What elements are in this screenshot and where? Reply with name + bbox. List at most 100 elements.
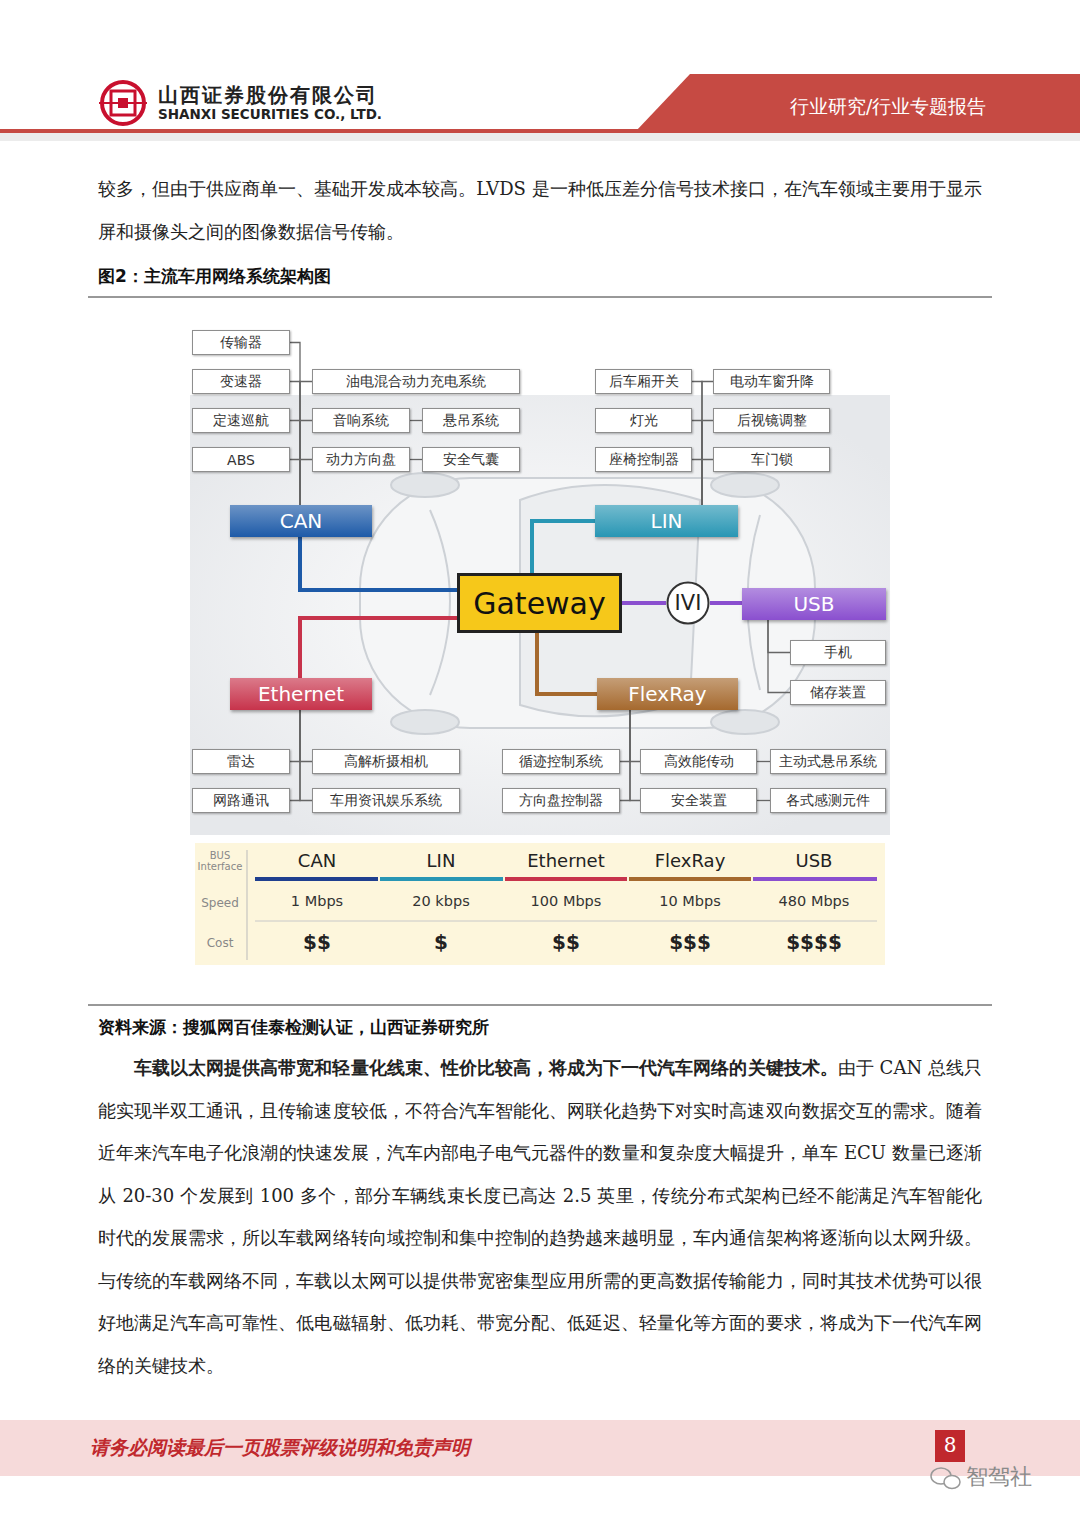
- device-box: 高效能传动: [640, 749, 757, 774]
- ethernet-bar: [505, 877, 627, 881]
- device-box: 车用资讯娱乐系统: [312, 788, 460, 813]
- table-cell: $$$: [630, 930, 750, 954]
- paragraph: 较多，但由于供应商单一、基础开发成本较高。LVDS 是一种低压差分信号技术接口，…: [98, 168, 982, 253]
- usb-bar: [753, 877, 877, 881]
- car-wheel: [711, 710, 779, 734]
- watermark: 智驾社: [966, 1462, 1032, 1492]
- figure-title: 图2：主流车用网络系统架构图: [98, 265, 331, 288]
- table-cell: 10 Mbps: [630, 893, 750, 909]
- device-box: 循迹控制系统: [502, 749, 620, 774]
- node-text: 各式感测元件: [786, 792, 870, 810]
- device-box: 储存装置: [790, 680, 886, 705]
- header-rule: [0, 129, 1080, 133]
- body-text: 较多，但由于供应商单一、基础开发成本较高。LVDS 是一种低压差分信号技术接口，…: [98, 178, 982, 242]
- table-cell: LIN: [381, 850, 501, 871]
- car-windshield: [430, 510, 450, 695]
- table-cell: $: [381, 930, 501, 954]
- page-number: 8: [935, 1433, 965, 1457]
- device-box: 定速巡航: [192, 408, 290, 433]
- node-text: 传输器: [220, 334, 262, 352]
- device-box: 安全装置: [640, 788, 757, 813]
- node-text: 安全气囊: [443, 451, 499, 469]
- bus-connector: [410, 459, 422, 460]
- bus-connector: [768, 620, 790, 693]
- device-box: 主动式悬吊系统: [770, 749, 886, 774]
- device-box: 动力方向盘: [312, 447, 410, 472]
- device-box: 灯光: [595, 408, 692, 433]
- device-box: 安全气囊: [422, 447, 520, 472]
- table-cell: USB: [754, 850, 874, 871]
- table-row-head: Speed: [195, 896, 245, 910]
- node-text: 悬吊系统: [443, 412, 499, 430]
- device-box: 雷达: [192, 749, 290, 774]
- node-text: 灯光: [630, 412, 658, 430]
- can-bar: [255, 877, 378, 881]
- node-text: 定速巡航: [213, 412, 269, 430]
- header-band: [636, 74, 1080, 131]
- node-text: ABS: [227, 452, 255, 468]
- bus-connector: [692, 421, 702, 506]
- company-name: 山西证券股份有限公司: [158, 82, 378, 109]
- node-text: 电动车窗升降: [730, 373, 814, 391]
- device-box: 油电混合动力充电系统: [312, 369, 520, 394]
- circle-outline: [668, 583, 709, 624]
- table-cell: $$: [506, 930, 626, 954]
- node-text: 动力方向盘: [326, 451, 396, 469]
- table-row-head: BUS Interface: [195, 850, 245, 872]
- bus-connector: [702, 421, 713, 506]
- bus-connector: [757, 761, 770, 762]
- bus-connector: [630, 710, 640, 801]
- bus-connector: [300, 382, 312, 506]
- node-text: 雷达: [227, 753, 255, 771]
- report-type: 行业研究/行业专题报告: [790, 94, 986, 120]
- table-cell: $$: [257, 930, 377, 954]
- device-box: 悬吊系统: [422, 408, 520, 433]
- bus-connector: [757, 800, 770, 801]
- page-number-box: [935, 1430, 965, 1462]
- diagram-ground: [190, 395, 890, 835]
- table-divider: [247, 850, 248, 960]
- table-cell: CAN: [257, 850, 377, 871]
- bus-connector: [768, 620, 790, 653]
- device-box: 后车厢开关: [595, 369, 692, 394]
- company-name-en: SHANXI SECURITIES CO., LTD.: [158, 106, 382, 122]
- figure-rule: [88, 297, 992, 298]
- bus-connector: [290, 343, 300, 506]
- node-text: 后车厢开关: [609, 373, 679, 391]
- table-cell: FlexRay: [630, 850, 750, 871]
- lead-sentence: 车载以太网提供高带宽和轻量化线束、性价比较高，将成为下一代汽车网络的关键技术。: [134, 1057, 838, 1078]
- device-box: 传输器: [192, 330, 290, 355]
- car-wheel: [711, 473, 779, 497]
- bus-connector: [620, 710, 630, 762]
- node-text: IVI: [675, 591, 702, 615]
- table-cell: 1 Mbps: [257, 893, 377, 909]
- bus-connector: [300, 710, 312, 801]
- table-row-head: Cost: [195, 936, 245, 950]
- bus-connector: [620, 710, 630, 801]
- header-shade: [0, 133, 1080, 141]
- bus-connector: [692, 460, 702, 506]
- bus-connector: [702, 460, 713, 506]
- bus-box: USB: [742, 588, 886, 620]
- device-box: 变速器: [192, 369, 290, 394]
- device-box: ABS: [192, 447, 290, 472]
- node-text: 高效能传动: [664, 753, 734, 771]
- car-wheel: [391, 473, 459, 497]
- disclaimer-note: 请务必阅读最后一页股票评级说明和免责声明: [90, 1435, 470, 1461]
- table-ground: [195, 843, 885, 965]
- table-cell: 20 kbps: [381, 893, 501, 909]
- bus-connector: [300, 421, 312, 506]
- bus-box: LIN: [595, 505, 738, 537]
- table-cell: $$$$: [754, 930, 874, 954]
- car-wheel: [391, 710, 459, 734]
- device-box: 方向盘控制器: [502, 788, 620, 813]
- bus-connector: [692, 382, 702, 506]
- body-text: 由于 CAN 总线只能实现半双工通讯，且传输速度较低，不符合汽车智能化、网联化趋…: [98, 1057, 982, 1376]
- gateway-box: Gateway: [457, 573, 622, 633]
- bus-link: [532, 521, 595, 573]
- table-cell: Ethernet: [506, 850, 626, 871]
- bus-connector: [630, 710, 640, 762]
- paragraph: 车载以太网提供高带宽和轻量化线束、性价比较高，将成为下一代汽车网络的关键技术。由…: [98, 1047, 982, 1387]
- table-rule: [255, 921, 877, 922]
- bus-link: [300, 537, 457, 590]
